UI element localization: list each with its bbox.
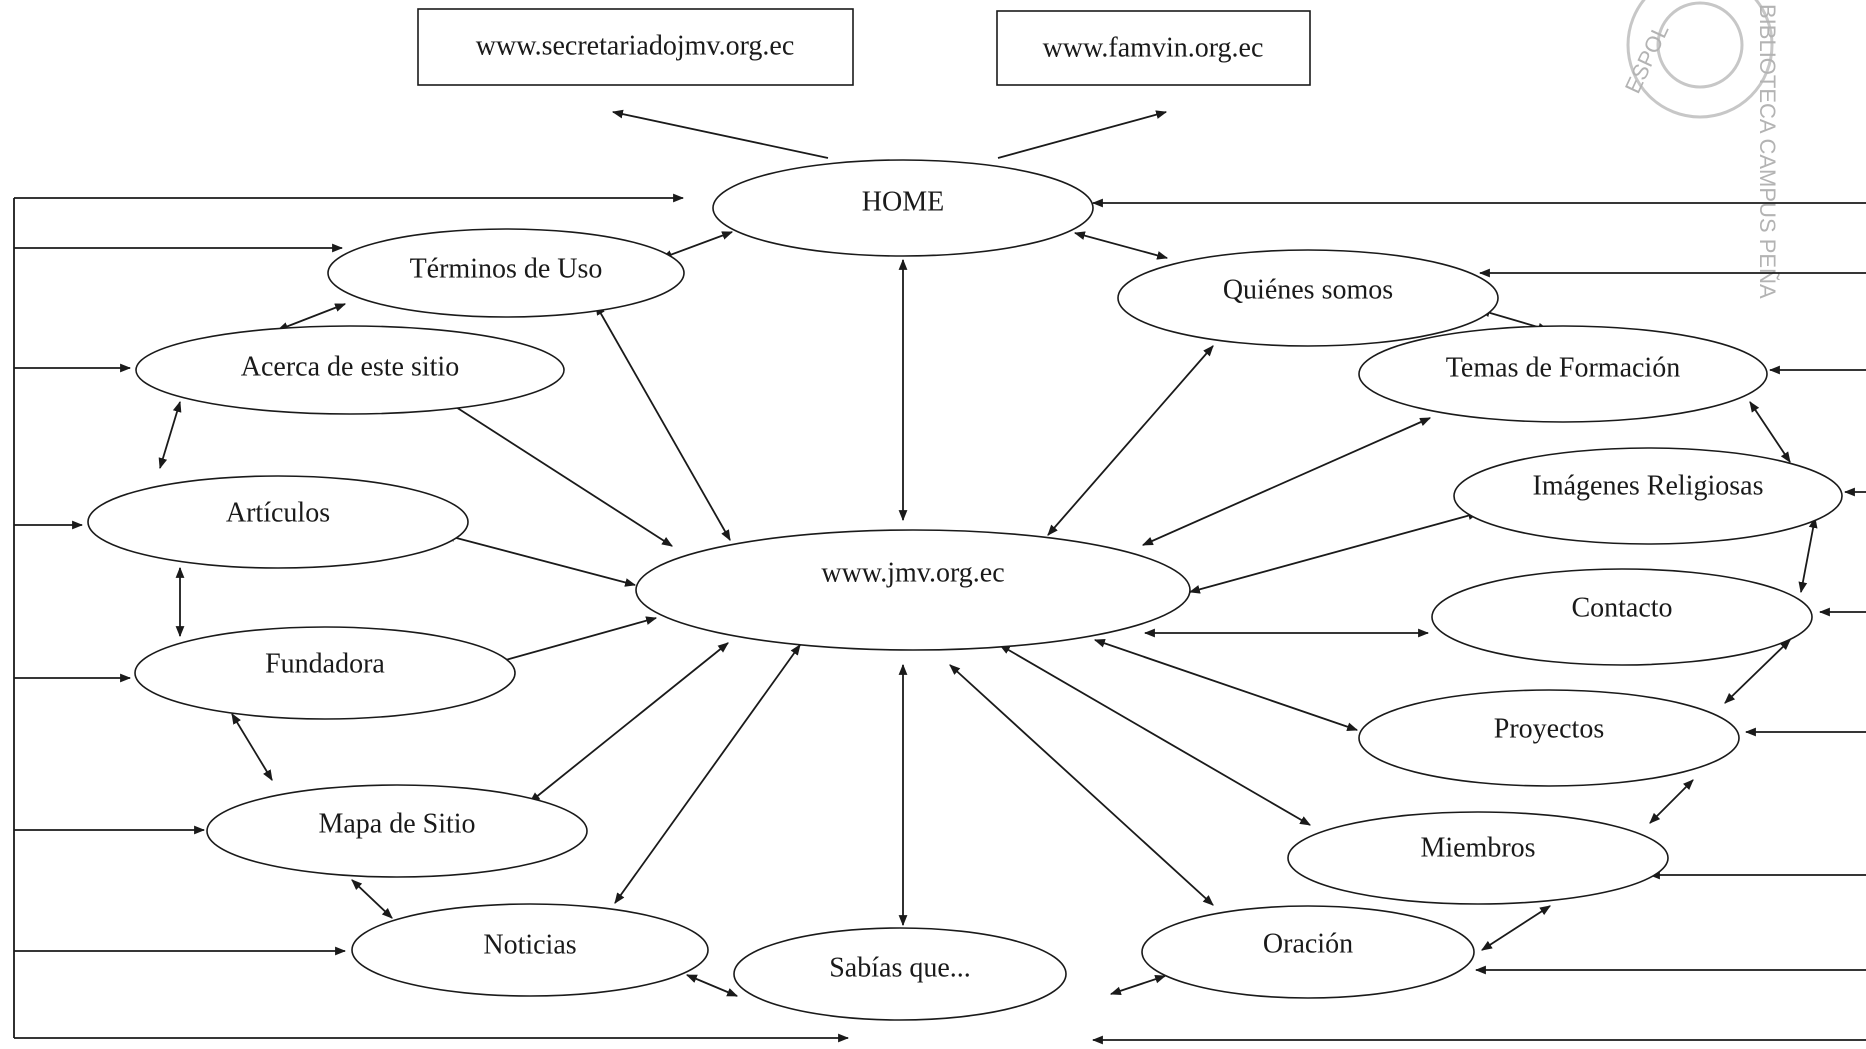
node-terminos[interactable]: Términos de Uso xyxy=(327,228,685,318)
arrow-proyectos-miembros xyxy=(1649,779,1694,824)
arrow-center-terminos xyxy=(595,304,731,541)
arrow-center-noticias xyxy=(614,644,801,904)
node-acerca-label: Acerca de este sitio xyxy=(241,351,459,382)
node-imagenes-label: Imágenes Religiosas xyxy=(1533,470,1764,501)
node-oracion-label: Oración xyxy=(1263,928,1353,959)
arrow-home-terminos xyxy=(660,231,734,259)
node-temas-label: Temas de Formación xyxy=(1446,352,1680,383)
arrow-sabias-oracion xyxy=(1109,974,1167,996)
arrow-temas-imagenes xyxy=(1749,401,1791,463)
arrow-center-imagenes xyxy=(1188,511,1480,594)
arrow-center-articulos xyxy=(443,533,637,587)
arrow-home-famvin xyxy=(997,110,1168,159)
arrow-center-temas xyxy=(1141,417,1432,546)
arrow-imagenes-contacto xyxy=(1798,516,1818,594)
node-home[interactable]: HOME xyxy=(712,159,1094,257)
node-sabias-label: Sabías que... xyxy=(829,952,971,983)
arrow-acerca-articulos xyxy=(158,400,182,470)
arrow-center-fundadora xyxy=(493,616,658,665)
node-contacto-label: Contacto xyxy=(1571,592,1672,623)
arrow-center-mapa xyxy=(529,642,729,803)
arrow-center-quienes xyxy=(1047,345,1214,536)
arrow-center-acerca xyxy=(444,399,673,547)
node-fundadora[interactable]: Fundadora xyxy=(134,626,516,720)
node-articulos-label: Artículos xyxy=(226,497,330,528)
arrow-miembros-oracion xyxy=(1481,905,1551,951)
stamp-side-text: BIBLIOTECA CAMPUS PEÑA xyxy=(1755,4,1780,299)
node-acerca[interactable]: Acerca de este sitio xyxy=(135,325,565,415)
node-quienes-label: Quiénes somos xyxy=(1223,274,1393,305)
node-home-label: HOME xyxy=(862,186,944,217)
node-oracion[interactable]: Oración xyxy=(1141,905,1475,999)
link-secretariado-label: www.secretariadojmv.org.ec xyxy=(476,30,795,61)
arrow-fundadora-mapa xyxy=(231,713,273,781)
espol-stamp: ESPOL BIBLIOTECA CAMPUS PEÑA xyxy=(1620,0,1780,299)
node-imagenes[interactable]: Imágenes Religiosas xyxy=(1453,447,1843,545)
arrow-mapa-noticias xyxy=(351,879,393,919)
link-famvin-label: www.famvin.org.ec xyxy=(1043,32,1264,63)
arrow-terminos-acerca xyxy=(276,303,347,331)
node-noticias-label: Noticias xyxy=(483,929,576,960)
node-articulos[interactable]: Artículos xyxy=(87,475,469,569)
arrow-home-secretariado xyxy=(611,109,829,159)
node-temas[interactable]: Temas de Formación xyxy=(1358,325,1768,423)
node-mapa[interactable]: Mapa de Sitio xyxy=(206,784,588,878)
edges xyxy=(13,109,1866,1045)
node-noticias[interactable]: Noticias xyxy=(351,903,709,997)
arrow-center-oracion xyxy=(949,664,1214,906)
node-proyectos-label: Proyectos xyxy=(1494,713,1604,744)
node-mapa-label: Mapa de Sitio xyxy=(318,808,475,839)
node-contacto[interactable]: Contacto xyxy=(1431,568,1813,666)
node-miembros-label: Miembros xyxy=(1420,832,1535,863)
arrow-noticias-sabias xyxy=(685,974,739,997)
node-center[interactable]: www.jmv.org.ec xyxy=(635,529,1191,651)
node-proyectos[interactable]: Proyectos xyxy=(1358,689,1740,787)
arrow-center-miembros xyxy=(999,644,1311,826)
arrow-contacto-proyectos xyxy=(1724,639,1791,704)
node-sabias[interactable]: Sabías que... xyxy=(733,927,1067,1021)
node-fundadora-label: Fundadora xyxy=(265,648,385,679)
node-center-label: www.jmv.org.ec xyxy=(821,557,1004,588)
arrow-home-quienes xyxy=(1073,231,1169,260)
link-box-famvin[interactable]: www.famvin.org.ec xyxy=(996,10,1311,86)
node-terminos-label: Términos de Uso xyxy=(410,253,603,284)
node-miembros[interactable]: Miembros xyxy=(1287,811,1669,905)
link-box-secretariado[interactable]: www.secretariadojmv.org.ec xyxy=(417,8,854,86)
node-quienes[interactable]: Quiénes somos xyxy=(1117,249,1499,347)
arrow-center-proyectos xyxy=(1093,639,1359,731)
